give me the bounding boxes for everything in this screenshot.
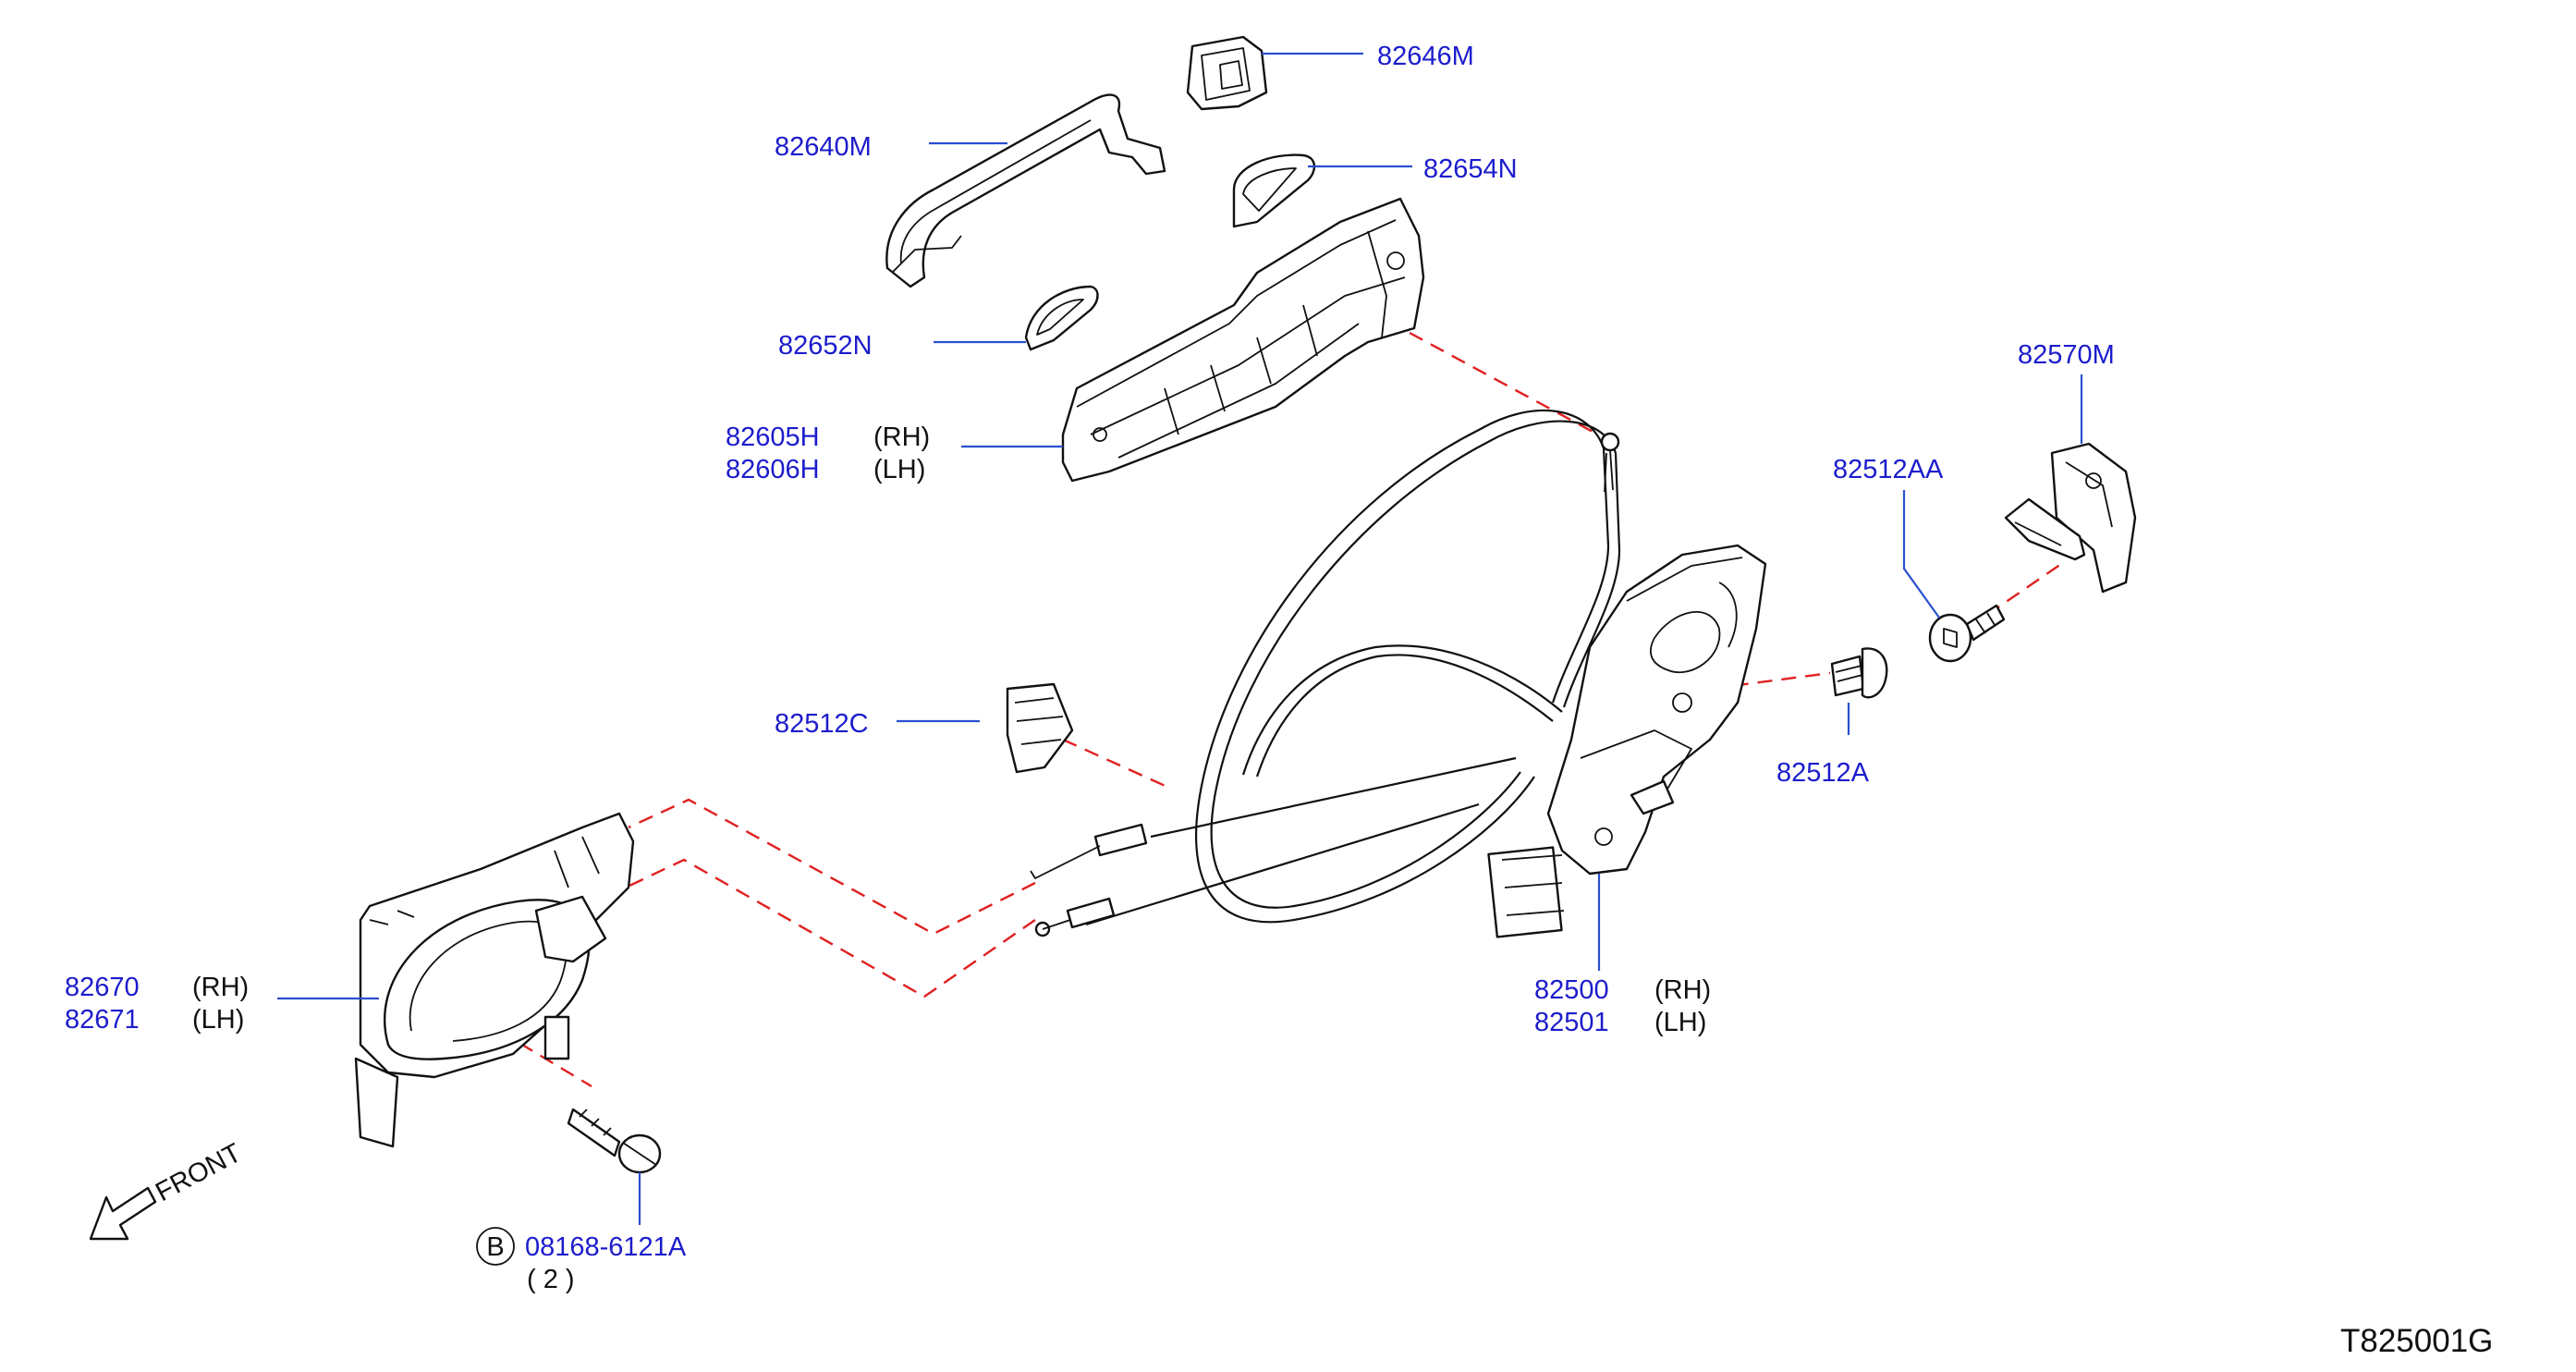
label-82640M: 82640M (775, 132, 872, 162)
label-82671: 82671 (65, 1005, 140, 1035)
escutcheon-cap-82646M[interactable] (1186, 35, 1268, 111)
label-82501-side: (LH) (1654, 1008, 1706, 1037)
striker-82570M[interactable] (2004, 442, 2137, 594)
label-82606H: 82606H (726, 455, 820, 484)
label-82512AA: 82512AA (1833, 455, 1944, 484)
diagram-code: T825001G (2340, 1323, 2493, 1359)
gasket-82654N[interactable] (1232, 153, 1316, 228)
front-label: FRONT (151, 1138, 246, 1207)
part-labels: 82646M 82640M 82654N 82652N 82605H (RH) … (65, 42, 2115, 1294)
door-lock-actuator-82500-82501[interactable] (1487, 544, 1767, 938)
inside-handle-82670-82671[interactable] (354, 812, 635, 1148)
handle-bracket-82605H-82606H[interactable] (1061, 197, 1425, 483)
bolt-badge-circle (476, 1227, 515, 1266)
bolt-08168-6121A[interactable] (567, 1108, 662, 1174)
guide-lock-to-screw (1709, 671, 1831, 691)
label-82606H-side: (LH) (873, 455, 925, 484)
guide-bracket-to-rod (1409, 331, 1595, 435)
label-82500-side: (RH) (1654, 975, 1711, 1005)
label-82654N: 82654N (1423, 154, 1518, 184)
label-82500: 82500 (1534, 975, 1609, 1005)
guide-screw-to-striker (1986, 563, 2062, 616)
gasket-82652N[interactable] (1024, 285, 1099, 351)
front-arrow-icon (89, 1186, 157, 1241)
guide-rod-upper (628, 798, 1036, 936)
guide-rod-lower (609, 858, 1036, 998)
label-82646M: 82646M (1377, 42, 1474, 71)
rod-end-top (1600, 432, 1620, 493)
label-82605H-side: (RH) (873, 423, 930, 452)
label-82570M: 82570M (2018, 340, 2115, 370)
screw-82512AA[interactable] (1928, 604, 2006, 663)
label-82670-side: (RH) (192, 973, 249, 1002)
label-82512A: 82512A (1776, 758, 1870, 788)
lock-cables (1085, 409, 1621, 926)
label-82501: 82501 (1534, 1008, 1609, 1037)
clip-82512C[interactable] (1006, 682, 1074, 774)
guide-bracket-to-handle-upper (1062, 738, 1170, 790)
label-bolt-qty: ( 2 ) (527, 1265, 575, 1294)
leader-lines (277, 52, 2083, 1225)
label-82671-side: (LH) (192, 1005, 244, 1035)
outside-handle-82640M[interactable] (885, 93, 1166, 288)
label-08168-6121A: 08168-6121A (525, 1232, 687, 1262)
front-arrow: FRONT (89, 1138, 247, 1241)
rod-ends (1030, 823, 1148, 937)
label-82512C: 82512C (775, 709, 869, 739)
dashed-guides (498, 331, 2062, 1088)
label-82652N: 82652N (778, 331, 873, 361)
label-82670: 82670 (65, 973, 140, 1002)
bolt-badge-letter: B (486, 1232, 504, 1262)
screw-82512A[interactable] (1830, 647, 1888, 699)
label-82605H: 82605H (726, 423, 820, 452)
